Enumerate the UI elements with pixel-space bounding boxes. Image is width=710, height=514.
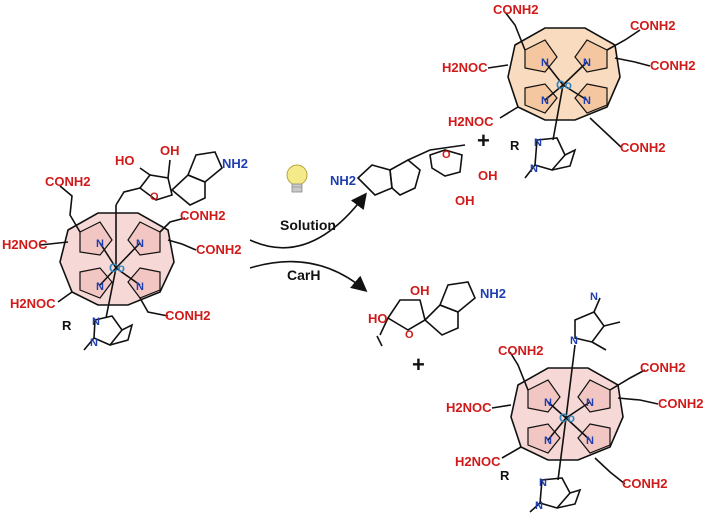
reactant-conh2-top: CONH2 (45, 174, 91, 189)
product-cobalamin-top: N N N N Co CONH2 CONH2 CONH2 H2NOC H2NOC… (442, 2, 696, 179)
reactant-adocbl: N N N N Co CONH2 H2NOC CONH2 CONH2 H2NOC… (2, 143, 248, 351)
reactant-corrin-ring: N N N N Co (59, 205, 175, 319)
bottom-cbl-n2: N (586, 397, 594, 409)
reactant-cobalt: Co (109, 261, 125, 275)
top-cbl-conh2-4: CONH2 (620, 140, 666, 155)
bottom-cbl-dmb-n2: N (535, 500, 543, 512)
top-cbl-conh2-1: CONH2 (493, 2, 539, 17)
bottom-cbl-upper-n2: N (570, 335, 578, 347)
bottom-cbl-r: R (500, 468, 510, 483)
bottom-cbl-h2noc-2: H2NOC (455, 454, 501, 469)
top-cbl-n4: N (583, 95, 591, 107)
bottom-product-nh2: NH2 (480, 286, 506, 301)
plus-sign-bottom: + (412, 352, 425, 377)
plus-sign-top: + (477, 128, 490, 153)
reactant-dmb: N N (83, 315, 134, 351)
condition-carh: CarH (287, 267, 320, 283)
bottom-cbl-conh2-1: CONH2 (498, 343, 544, 358)
bottom-cbl-conh2-3: CONH2 (658, 396, 704, 411)
top-cbl-n3: N (541, 95, 549, 107)
product-cycloadenosine: NH2 OH OH O (330, 144, 498, 208)
top-cbl-h2noc-2: H2NOC (448, 114, 494, 129)
bottom-cbl-h2noc-1: H2NOC (446, 400, 492, 415)
bottom-product-ho: HO (368, 311, 388, 326)
reactant-conh2-bottom: CONH2 (165, 308, 211, 323)
bottom-product-o: O (405, 329, 414, 341)
reactant-adenosyl: O HO OH NH2 (115, 143, 248, 206)
top-cbl-n1: N (541, 57, 549, 69)
reactant-conh2-right1: CONH2 (180, 208, 226, 223)
bottom-cbl-n1: N (544, 397, 552, 409)
top-cbl-conh2-3: CONH2 (650, 58, 696, 73)
top-cbl-cobalt: Co (556, 78, 572, 92)
reactant-side-chains: CONH2 H2NOC CONH2 CONH2 H2NOC CONH2 R (2, 174, 242, 333)
reactant-dmb-n2: N (90, 337, 98, 349)
light-bulb-icon (286, 164, 308, 193)
condition-solution: Solution (280, 217, 336, 233)
top-product-o: O (442, 149, 451, 161)
top-cbl-dmb-n1: N (534, 137, 542, 149)
reactant-conh2-right2: CONH2 (196, 242, 242, 257)
bottom-cbl-n4: N (586, 435, 594, 447)
arrow-solution: Solution (249, 192, 367, 249)
product-didehydroadenosine: HO OH O NH2 (368, 281, 506, 347)
top-product-oh2: OH (455, 193, 475, 208)
reactant-n1: N (96, 238, 104, 250)
top-cbl-r: R (510, 138, 520, 153)
reactant-oh: OH (160, 143, 180, 158)
top-cbl-h2noc-1: H2NOC (442, 60, 488, 75)
reactant-h2noc-bottom: H2NOC (10, 296, 56, 311)
top-cbl-conh2-2: CONH2 (630, 18, 676, 33)
bottom-product-oh: OH (410, 283, 430, 298)
reactant-nh2: NH2 (222, 156, 248, 171)
top-cbl-dmb-n2: N (530, 163, 538, 175)
reactant-n2: N (136, 238, 144, 250)
top-product-nh2: NH2 (330, 173, 356, 188)
reactant-n3: N (96, 281, 104, 293)
bottom-cbl-dmb-n1: N (539, 477, 547, 489)
bottom-cbl-conh2-4: CONH2 (622, 476, 668, 491)
reactant-ho: HO (115, 153, 135, 168)
reactant-ribose-o: O (150, 191, 159, 203)
product-cobalamin-bottom: N N N N Co N N CONH2 CONH2 CONH2 H2NOC H… (446, 291, 704, 513)
top-cbl-n2: N (583, 57, 591, 69)
reactant-dmb-n1: N (92, 316, 100, 328)
bottom-cbl-cobalt: Co (559, 411, 575, 425)
reactant-h2noc-left: H2NOC (2, 237, 48, 252)
reactant-n4: N (136, 281, 144, 293)
bottom-cbl-upper-n1: N (590, 291, 598, 303)
bottom-cbl-conh2-2: CONH2 (640, 360, 686, 375)
bottom-cbl-n3: N (544, 435, 552, 447)
reactant-r-group: R (62, 318, 72, 333)
top-product-oh1: OH (478, 168, 498, 183)
arrow-carh: CarH (249, 260, 368, 293)
